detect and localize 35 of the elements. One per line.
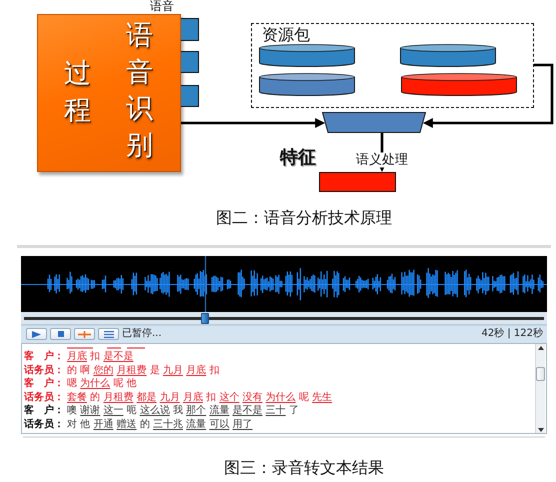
vertical-label: 语音识别 [126, 19, 153, 164]
transcript-line: 的 啊 您的 月租费 是 九月 月底 扣 [67, 364, 220, 376]
output-block [319, 172, 396, 192]
transcript-line: 套餐 的 月租费 都是 九月 月底 扣 这个 没有 为什么 呢 先生 [67, 390, 332, 404]
database-cylinder [401, 73, 517, 96]
vertical-label: 过程 [64, 57, 91, 128]
transcript-line: 月底 扣 是不是 [67, 350, 134, 363]
transcript-line: 对 他 开通 赠送 的 三十兆 流量 可以 用了 [67, 418, 252, 430]
status-text: 已暂停... [122, 327, 162, 340]
figure-caption: 图三：录音转文本结果 [224, 458, 384, 478]
speaker-label: 话务员： [24, 364, 64, 376]
database-cylinder [259, 73, 355, 96]
database-cylinder [259, 44, 355, 67]
speaker-label: 话务员： [24, 390, 64, 404]
text-label: 语音 [150, 0, 174, 13]
input-block [181, 18, 199, 41]
transcript-line: 嗯 为什么 呢 他 [67, 377, 137, 390]
database-cylinder [400, 44, 496, 67]
arrow [422, 64, 554, 128]
input-block [181, 85, 199, 107]
dashed-group-box [251, 23, 534, 108]
trapezoid-shape [322, 112, 426, 133]
group-heading: 资源包 [262, 26, 310, 44]
figure-caption: 图二：语音分析技术原理 [216, 208, 392, 228]
time-display: 42秒 | 122秒 [481, 327, 543, 340]
transcript-line: 噢 谢谢 这一 呃 这么说 我 那个 流量 是不是 三十 了 [67, 404, 299, 417]
process-box [37, 14, 181, 172]
text-label: 特征 [280, 147, 316, 169]
input-block [181, 51, 199, 73]
speaker-label: 客 户： [24, 404, 64, 417]
edge-label: 语义处理 [354, 152, 410, 168]
speaker-label: 客 户： [24, 350, 64, 363]
speaker-label: 客 户： [24, 377, 64, 390]
arrow [181, 118, 326, 128]
speaker-label: 话务员： [24, 418, 64, 430]
